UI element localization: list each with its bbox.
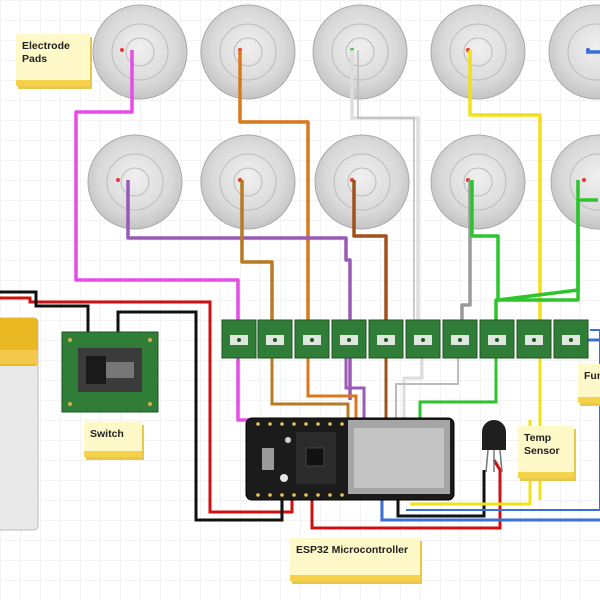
esp32-label: ESP32 Microcontroller xyxy=(296,544,409,556)
pad-wires xyxy=(74,50,600,422)
electrode-pad xyxy=(200,4,296,100)
touch-sensor-board xyxy=(553,319,589,359)
touch-sensor-board xyxy=(257,319,293,359)
electrode-pad xyxy=(314,134,410,230)
electrode-pad-row-1 xyxy=(92,4,600,100)
electrode-pad xyxy=(430,4,526,100)
electrode-pad xyxy=(200,134,296,230)
touch-sensor-board xyxy=(368,319,404,359)
battery xyxy=(0,317,39,531)
touch-sensor-board xyxy=(516,319,552,359)
switch-note: Switch xyxy=(84,422,142,457)
temp-sensor-note: Temp Sensor xyxy=(518,426,574,478)
esp32-note: ESP32 Microcontroller xyxy=(290,538,420,581)
slide-switch xyxy=(61,331,159,413)
touch-sensor-board xyxy=(221,319,257,359)
electrode-pad xyxy=(92,4,188,100)
touch-sensor-board xyxy=(442,319,478,359)
electrode-pads-note: Electrode Pads xyxy=(16,34,90,86)
esp32-board xyxy=(245,417,455,501)
temp-sensor xyxy=(482,420,506,473)
electrode-pad xyxy=(548,4,600,100)
touch-sensor-board xyxy=(331,319,367,359)
switch-label: Switch xyxy=(90,428,124,440)
fun-note: Fun xyxy=(578,364,600,403)
temp-sensor-label: Temp Sensor xyxy=(524,432,560,457)
electrode-pad xyxy=(312,4,408,100)
electrode-pad xyxy=(430,134,526,230)
fun-label: Fun xyxy=(584,370,600,382)
electrode-pad xyxy=(87,134,183,230)
touch-sensor-board xyxy=(294,319,330,359)
touch-sensor-board xyxy=(479,319,515,359)
electrode-pads-label: Electrode Pads xyxy=(22,40,70,65)
electrode-pad xyxy=(550,134,600,230)
board-to-esp-wires xyxy=(270,338,600,500)
electrode-pad-row-2 xyxy=(87,134,600,230)
touch-sensor-board xyxy=(405,319,441,359)
touch-sensor-boards xyxy=(221,319,589,359)
